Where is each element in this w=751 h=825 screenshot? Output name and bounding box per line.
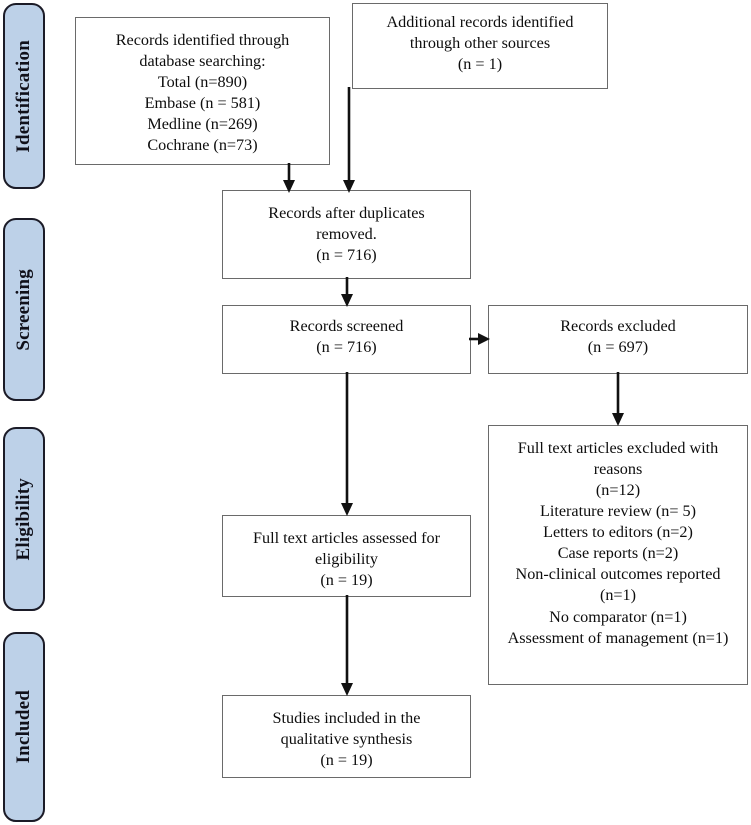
arrow-database-search-to-duplicates (283, 163, 295, 193)
arrow-duplicates-to-records-screened (341, 277, 353, 307)
stage-tab-screening-label: Screening (13, 268, 34, 351)
stage-tab-included[interactable]: Included (3, 632, 45, 822)
stage-tab-identification[interactable]: Identification (3, 3, 45, 189)
arrow-records-screened-to-records-excluded (469, 333, 490, 345)
box-records-after-duplicates-removed: Records after duplicates removed. (n = 7… (222, 190, 471, 279)
arrow-other-sources-to-duplicates (343, 87, 355, 193)
stage-tab-included-label: Included (13, 690, 34, 764)
stage-tab-eligibility-label: Eligibility (13, 477, 34, 561)
box-records-screened-text: Records screened (n = 716) (289, 317, 404, 357)
stage-tab-screening[interactable]: Screening (3, 218, 45, 401)
box-fulltext-articles-excluded-with-reasons: Full text articles excluded with reasons… (488, 425, 748, 685)
box-additional-records-other-sources-text: Additional records identified through ot… (386, 13, 574, 74)
arrow-records-excluded-to-fulltext-excluded (612, 372, 624, 426)
box-records-identified-database-text: Records identified through database sear… (115, 31, 290, 155)
box-fulltext-articles-assessed: Full text articles assessed for eligibil… (222, 515, 471, 597)
stage-tab-identification-label: Identification (13, 39, 34, 153)
box-records-screened: Records screened (n = 716) (222, 305, 471, 374)
stage-tab-eligibility[interactable]: Eligibility (3, 427, 45, 611)
box-records-excluded: Records excluded (n = 697) (488, 305, 748, 374)
box-studies-included-qualitative-synthesis-text: Studies included in the qualitative synt… (272, 709, 421, 770)
box-additional-records-other-sources: Additional records identified through ot… (352, 3, 608, 89)
box-records-identified-database: Records identified through database sear… (75, 17, 330, 165)
arrow-fulltext-assessed-to-studies-included (341, 595, 353, 696)
box-studies-included-qualitative-synthesis: Studies included in the qualitative synt… (222, 695, 471, 778)
box-records-excluded-text: Records excluded (n = 697) (560, 317, 676, 357)
box-fulltext-articles-assessed-text: Full text articles assessed for eligibil… (252, 529, 440, 590)
box-fulltext-articles-excluded-with-reasons-text: Full text articles excluded with reasons… (507, 439, 729, 647)
arrow-records-screened-to-fulltext-assessed (341, 372, 353, 516)
box-records-after-duplicates-removed-text: Records after duplicates removed. (n = 7… (268, 204, 425, 265)
